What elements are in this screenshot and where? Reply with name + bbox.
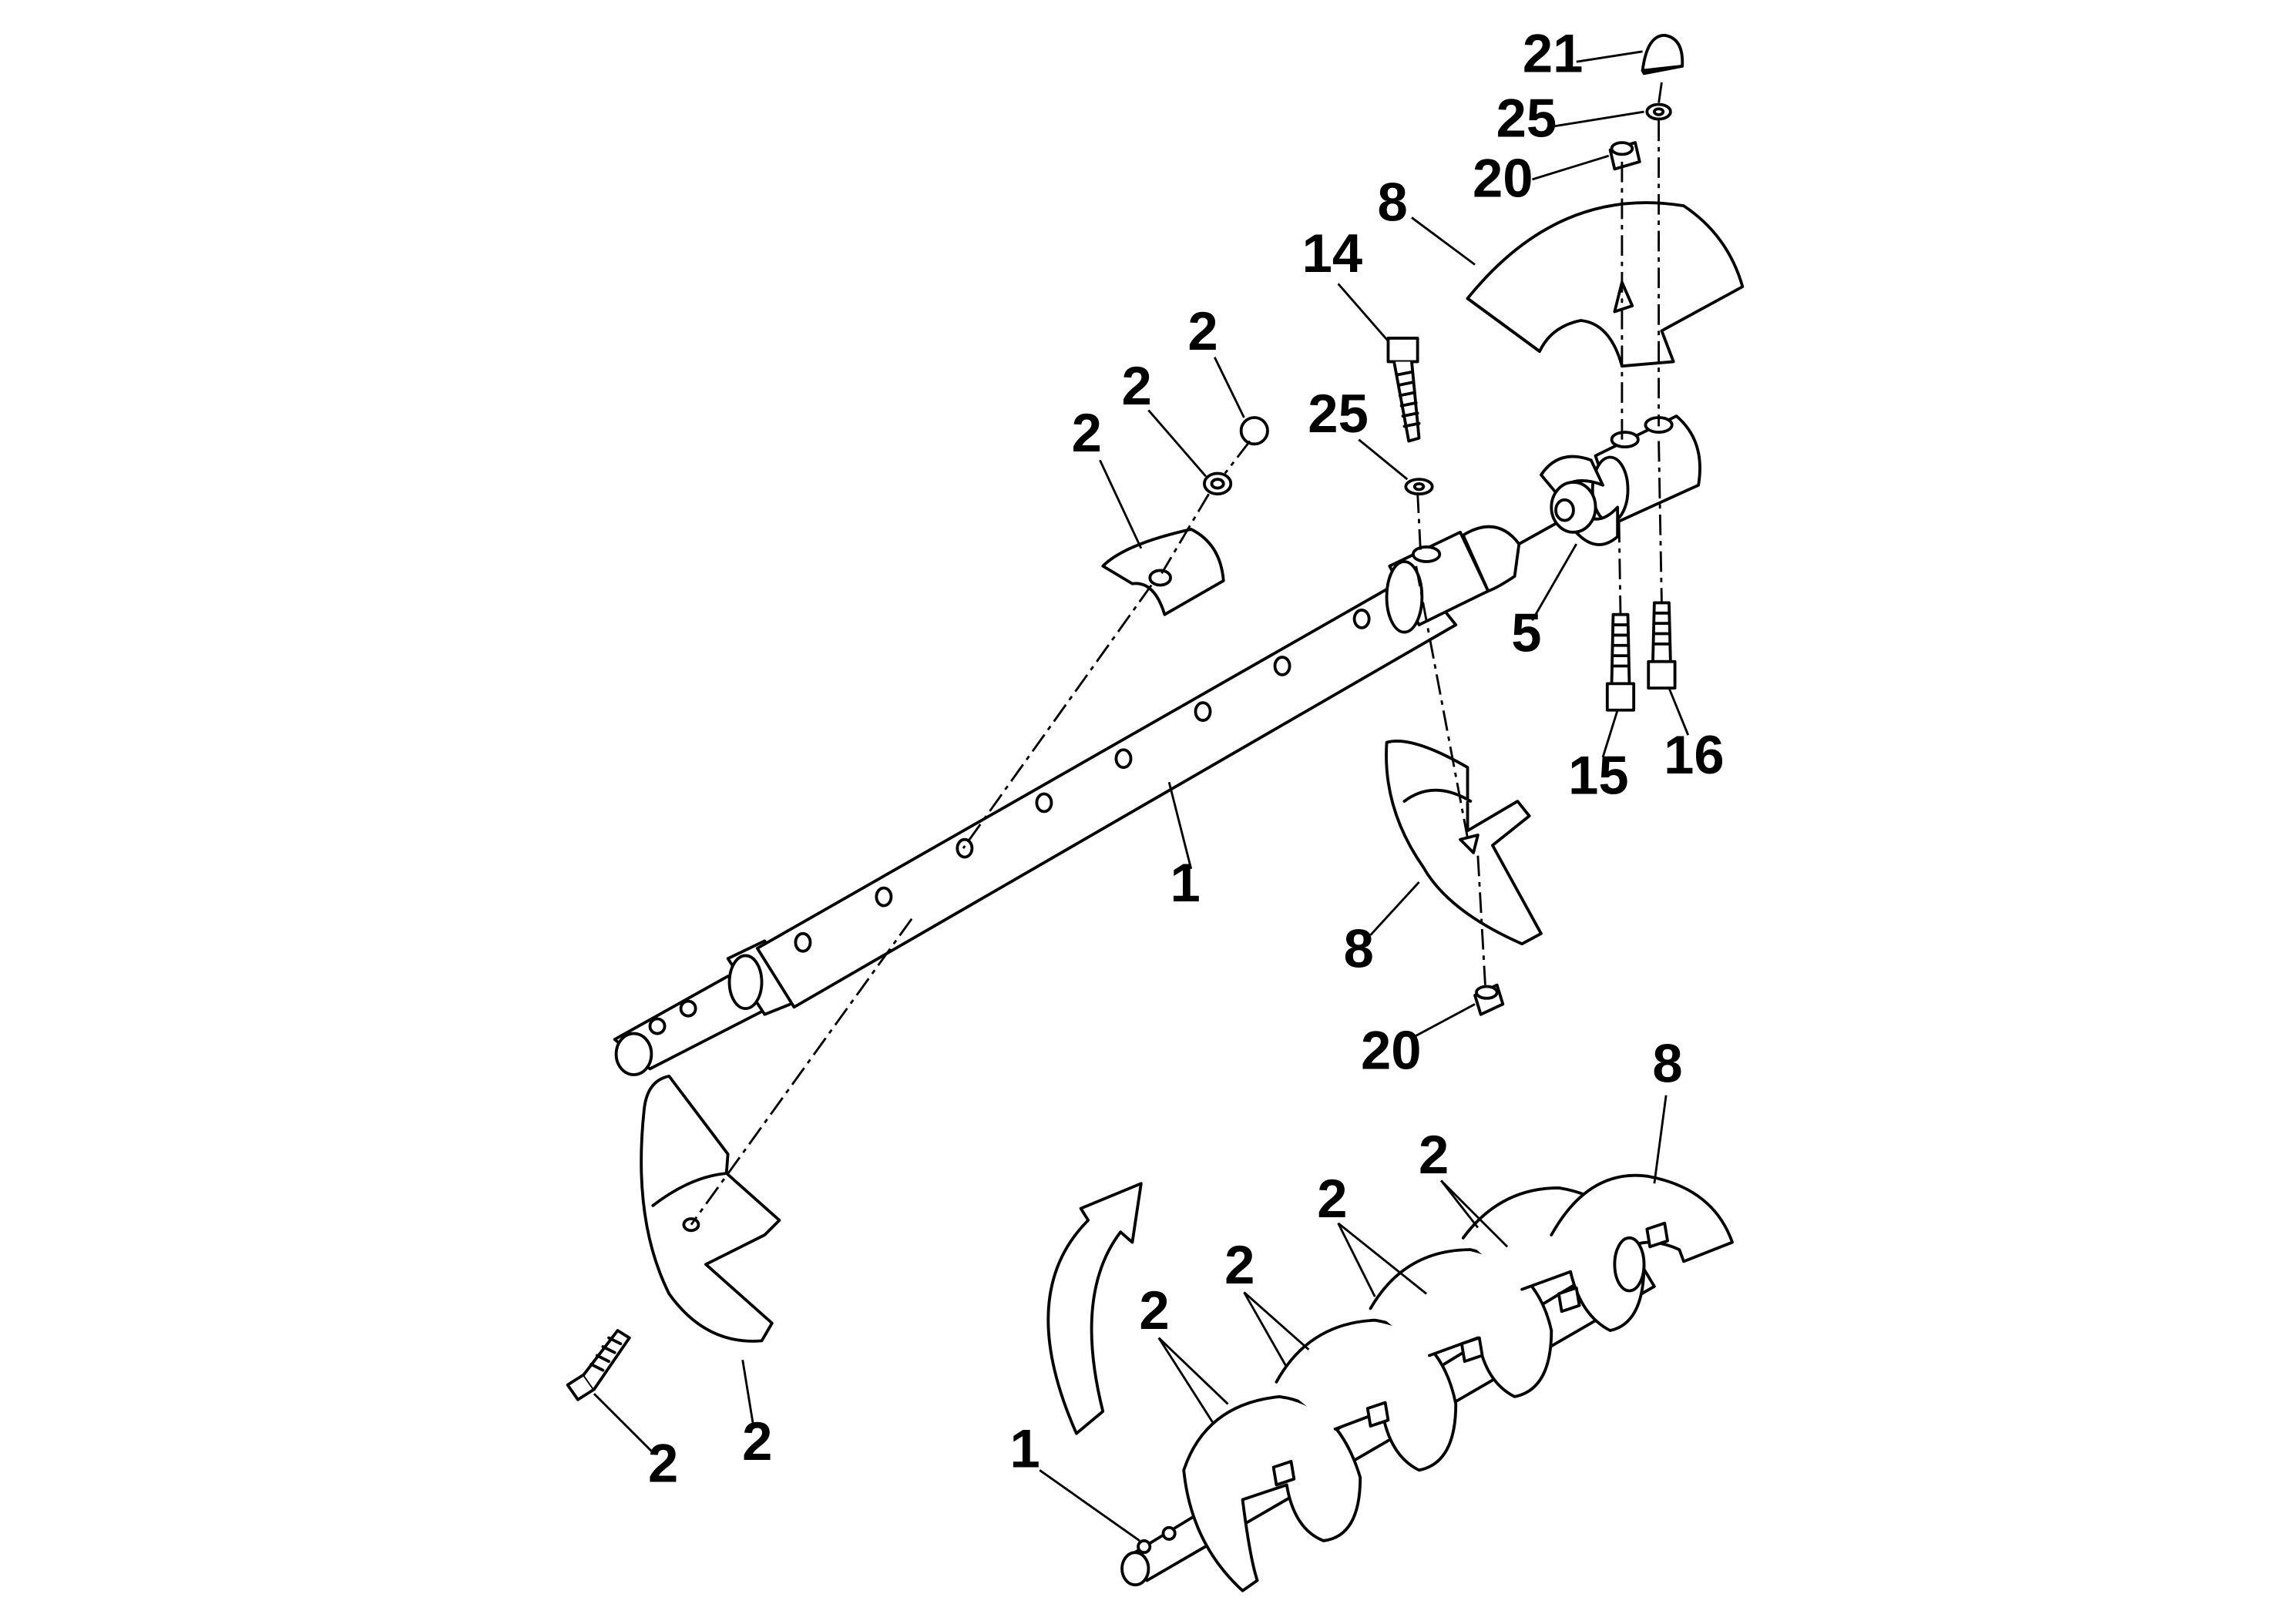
bearing-housing xyxy=(1590,414,1701,524)
callout-2-assy-c: 2 xyxy=(1224,1234,1254,1295)
shaft-holes xyxy=(794,609,1371,953)
nut-20-bottom xyxy=(1473,983,1505,1016)
callout-1-shaft: 1 xyxy=(1170,852,1200,913)
callout-2-assy-b: 2 xyxy=(1317,1168,1347,1229)
callout-16: 16 xyxy=(1664,724,1725,785)
bolt-14 xyxy=(1386,337,1421,443)
shield-top xyxy=(1466,201,1745,368)
callout-2-washer: 2 xyxy=(1122,355,1152,416)
shield-mid xyxy=(1385,740,1543,946)
callout-14: 14 xyxy=(1302,223,1363,284)
bolt-16 xyxy=(1647,601,1677,690)
nut-20-top xyxy=(1608,141,1641,171)
callout-2-assy-a: 2 xyxy=(1419,1124,1449,1185)
flight-left xyxy=(640,1075,781,1343)
callout-2-flight: 2 xyxy=(742,1411,772,1471)
callout-20-top: 20 xyxy=(1473,148,1533,209)
callout-25-mid: 25 xyxy=(1308,383,1369,444)
callout-21: 21 xyxy=(1523,23,1584,84)
main-shaft xyxy=(613,520,1560,1076)
cap-nut-21 xyxy=(1641,33,1684,75)
callout-8-assy: 8 xyxy=(1652,1033,1682,1094)
callout-2-ball: 2 xyxy=(1187,300,1218,361)
callout-labels: 21 25 20 8 14 2 2 2 25 5 15 16 1 8 20 8 … xyxy=(648,23,1725,1494)
bolt-15 xyxy=(1605,612,1636,712)
leader-lines xyxy=(593,50,1690,1542)
callout-2-bolt: 2 xyxy=(648,1433,678,1494)
callout-15: 15 xyxy=(1568,745,1629,806)
assembled-auger xyxy=(1120,1173,1734,1592)
callout-25-top: 25 xyxy=(1496,87,1557,148)
callout-8-top: 8 xyxy=(1378,171,1408,232)
ball-2 xyxy=(1239,416,1269,446)
callout-8-mid: 8 xyxy=(1344,918,1374,979)
callout-20-bottom: 20 xyxy=(1361,1019,1422,1080)
callout-2-clamp: 2 xyxy=(1072,402,1102,463)
callout-2-assy-d: 2 xyxy=(1139,1280,1169,1340)
universal-joint xyxy=(1540,455,1620,546)
rotation-arrow xyxy=(1046,1182,1143,1435)
callout-1-assy: 1 xyxy=(1009,1418,1040,1479)
callout-5: 5 xyxy=(1511,602,1541,663)
alignment-lines xyxy=(690,82,1663,1226)
bolt-2-left xyxy=(566,1329,631,1401)
